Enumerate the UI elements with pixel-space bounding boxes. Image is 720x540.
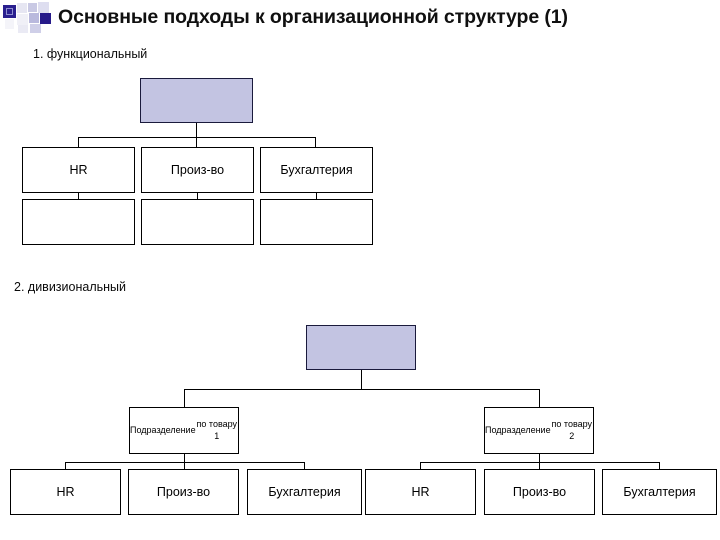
functional-drop-1 [78,137,79,147]
logo-square-mid-1 [29,13,39,23]
division-1-line-1: Подразделение [130,424,196,435]
functional-root-node[interactable] [140,78,253,123]
logo-square-dark-2 [40,13,51,24]
functional-node-accounting[interactable]: Бухгалтерия [260,147,373,193]
functional-subnode-3[interactable] [260,199,373,245]
logo-square-pale-4 [17,14,28,25]
divisional-drop-1 [184,389,185,407]
functional-root-stem [196,123,197,138]
division-2-node-hr[interactable]: HR [365,469,476,515]
division-1-stem [184,454,185,463]
division-2-stem [539,454,540,463]
functional-node-hr[interactable]: HR [22,147,135,193]
logo-square-pale-2 [28,3,37,12]
functional-subnode-1[interactable] [22,199,135,245]
functional-node-production[interactable]: Произ-во [141,147,254,193]
section-1-caption: 1. функциональный [33,47,148,61]
functional-drop-3 [315,137,316,147]
logo-square-pale-6 [5,19,14,29]
divisional-drop-2 [539,389,540,407]
division-2-drop-3 [659,462,660,470]
division-node-1[interactable]: Подразделение по товару 1 [129,407,239,454]
division-2-line-1: Подразделение [485,424,551,435]
division-1-node-production[interactable]: Произ-во [128,469,239,515]
divisional-root-node[interactable] [306,325,416,370]
division-2-drop-2 [539,462,540,470]
functional-subnode-2[interactable] [141,199,254,245]
squares-logo-icon [0,0,60,36]
functional-link-2 [197,193,198,203]
division-2-drop-1 [420,462,421,470]
logo-square-dark-1 [3,5,16,18]
division-1-drop-1 [65,462,66,470]
divisional-bus [184,389,539,390]
division-1-node-accounting[interactable]: Бухгалтерия [247,469,362,515]
division-2-node-production[interactable]: Произ-во [484,469,595,515]
division-2-line-2: по товару 2 [551,419,593,441]
functional-link-1 [78,193,79,203]
functional-link-3 [316,193,317,203]
divisional-root-stem [361,370,362,390]
division-2-node-accounting[interactable]: Бухгалтерия [602,469,717,515]
logo-square-pale-3 [38,2,49,13]
division-1-drop-2 [184,462,185,470]
logo-square-pale-1 [17,3,27,13]
page-title: Основные подходы к организационной струк… [58,6,568,28]
division-node-2[interactable]: Подразделение по товару 2 [484,407,594,454]
division-1-node-hr[interactable]: HR [10,469,121,515]
functional-drop-2 [196,137,197,147]
logo-square-mid-2 [30,24,41,33]
division-1-line-2: по товару 1 [196,419,238,441]
division-1-drop-3 [304,462,305,470]
logo-square-pale-5 [18,25,28,33]
section-2-caption: 2. дивизиональный [14,280,126,294]
